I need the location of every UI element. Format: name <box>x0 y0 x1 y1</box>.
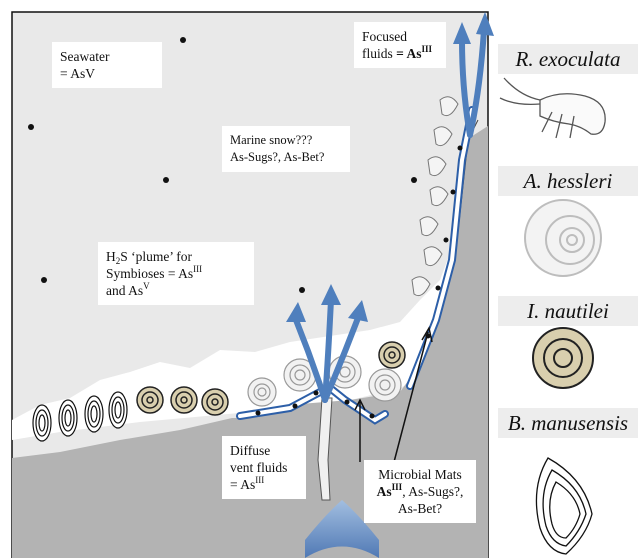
manusensis-illustration <box>536 458 592 554</box>
mats-line3: As-Bet? <box>372 500 468 517</box>
mats-sup: III <box>392 482 403 492</box>
focused-label-fluids: fluids <box>362 46 396 61</box>
plume-sup5: V <box>143 281 150 291</box>
species-ahessleri: A. hessleri <box>498 166 638 196</box>
diffuse-sup: III <box>255 475 264 485</box>
microbial-mats-label: Microbial Mats AsIII, As-Sugs?, As-Bet? <box>364 460 476 523</box>
seawater-label: Seawater = AsV <box>52 42 162 88</box>
shrimp-illustration <box>500 78 605 138</box>
mats-rest: , As-Sugs?, <box>402 484 463 499</box>
plume-symbioses: Symbioses = As <box>106 266 193 281</box>
plume-label: H2S ‘plume’ for Symbioses = AsIII and As… <box>98 242 254 305</box>
focused-fluids-label: Focused fluids = AsIII <box>354 22 446 68</box>
plume-label-line1: H2S ‘plume’ for <box>106 248 246 265</box>
plume-and-as: and As <box>106 283 143 298</box>
seawater-label-line1: Seawater <box>60 48 154 65</box>
focused-label-sup: III <box>421 44 432 54</box>
diffuse-line1: Diffuse <box>230 442 298 459</box>
plume-label-line2: Symbioses = AsIII <box>106 265 246 282</box>
diffuse-line2: vent fluids <box>230 459 298 476</box>
seawater-label-line2: = AsV <box>60 65 154 82</box>
focused-label-line1: Focused <box>362 28 438 45</box>
plume-label-line3: and AsV <box>106 282 246 299</box>
mats-as: As <box>377 484 392 499</box>
species-rexoculata: R. exoculata <box>498 44 638 74</box>
plume-h: H <box>106 249 116 264</box>
nautilei-illustration <box>533 328 593 388</box>
plume-rest: S ‘plume’ for <box>120 249 192 264</box>
species-inautilei: I. nautilei <box>498 296 638 326</box>
diffuse-fluids-label: Diffuse vent fluids = AsIII <box>222 436 306 499</box>
focused-label-as: = As <box>396 46 421 61</box>
focused-label-line2: fluids = AsIII <box>362 45 438 62</box>
marine-snow-line2: As-Sugs?, As-Bet? <box>230 149 342 166</box>
marine-snow-line1: Marine snow??? <box>230 132 342 149</box>
diffuse-line3: = AsIII <box>230 476 298 493</box>
mats-line1: Microbial Mats <box>372 466 468 483</box>
mats-line2: AsIII, As-Sugs?, <box>372 483 468 500</box>
plume-sup3: III <box>193 264 202 274</box>
hessleri-illustration <box>525 200 601 276</box>
marine-snow-label: Marine snow??? As-Sugs?, As-Bet? <box>222 126 350 172</box>
diffuse-as: = As <box>230 477 255 492</box>
species-bmanusensis: B. manusensis <box>498 408 638 438</box>
